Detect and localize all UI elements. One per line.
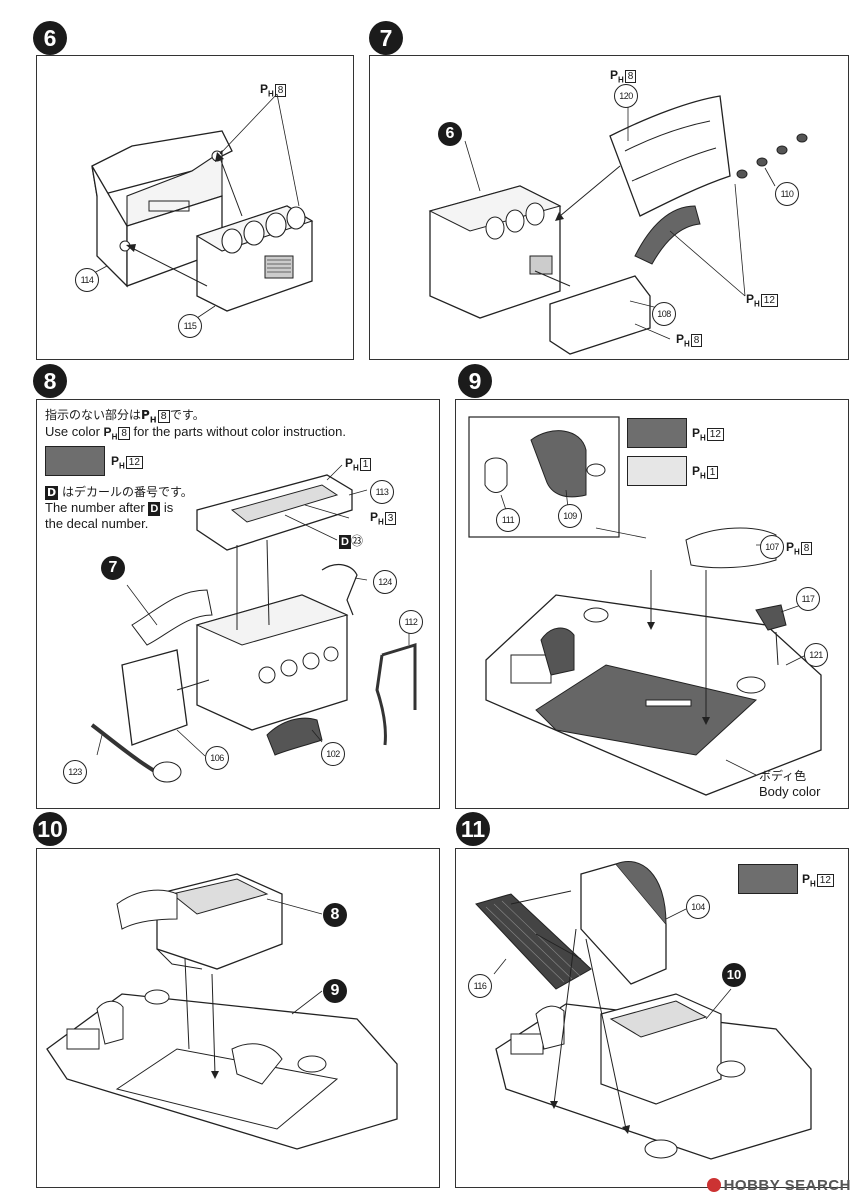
part-124: 124 [373,570,397,594]
step-8-decal-note-en: The number after D is the decal number. [45,500,174,531]
part-117: 117 [796,587,820,611]
step-8-decal-note-jp: D はデカールの番号です。 [45,485,193,500]
step-9-swatch-ph1 [627,456,687,486]
part-110: 110 [775,182,799,206]
step-8-swatch-ph12 [45,446,105,476]
step-9-body-color-jp: ボディ色 [759,769,807,783]
part-111: 111 [496,508,520,532]
step-7-illustration [428,95,808,355]
step-6-number: 6 [33,21,67,55]
part-109: 109 [558,504,582,528]
step-9-swatch-ph12 [627,418,687,448]
part-102: 102 [321,742,345,766]
step-9-body-color-en: Body color [759,784,821,799]
hobby-search-logo-icon [706,1178,721,1192]
step-8-number: 8 [33,364,67,398]
step-10-number: 10 [33,812,67,846]
step-6-illustration [91,93,314,319]
part-121: 121 [804,643,828,667]
part-115: 115 [178,314,202,338]
part-114: 114 [75,268,99,292]
part-104: 104 [686,895,710,919]
step-7-ref-step-6: 6 [438,122,462,146]
step-11-number: 11 [456,812,490,846]
step-11-illustration [475,861,812,1160]
step-10-illustration [46,873,398,1150]
part-112: 112 [399,610,423,634]
step-8-ref-step-7: 7 [101,556,125,580]
step-7-number: 7 [369,21,403,55]
hobby-search-watermark: HOBBY SEARCH [706,1177,851,1194]
step-10-ref-step-8: 8 [323,903,347,927]
part-120: 120 [614,84,638,108]
part-123: 123 [63,760,87,784]
step-11-ref-step-10: 10 [722,963,746,987]
step-10-panel: 8 9 [36,848,440,1188]
part-107: 107 [760,535,784,559]
part-108: 108 [652,302,676,326]
step-10-ref-step-9: 9 [323,979,347,1003]
step-8-illustration [90,464,417,783]
step-9-illustration [468,416,822,796]
part-106: 106 [205,746,229,770]
step-9-number: 9 [458,364,492,398]
step-11-swatch-ph12 [738,864,798,894]
part-113: 113 [370,480,394,504]
part-116: 116 [468,974,492,998]
